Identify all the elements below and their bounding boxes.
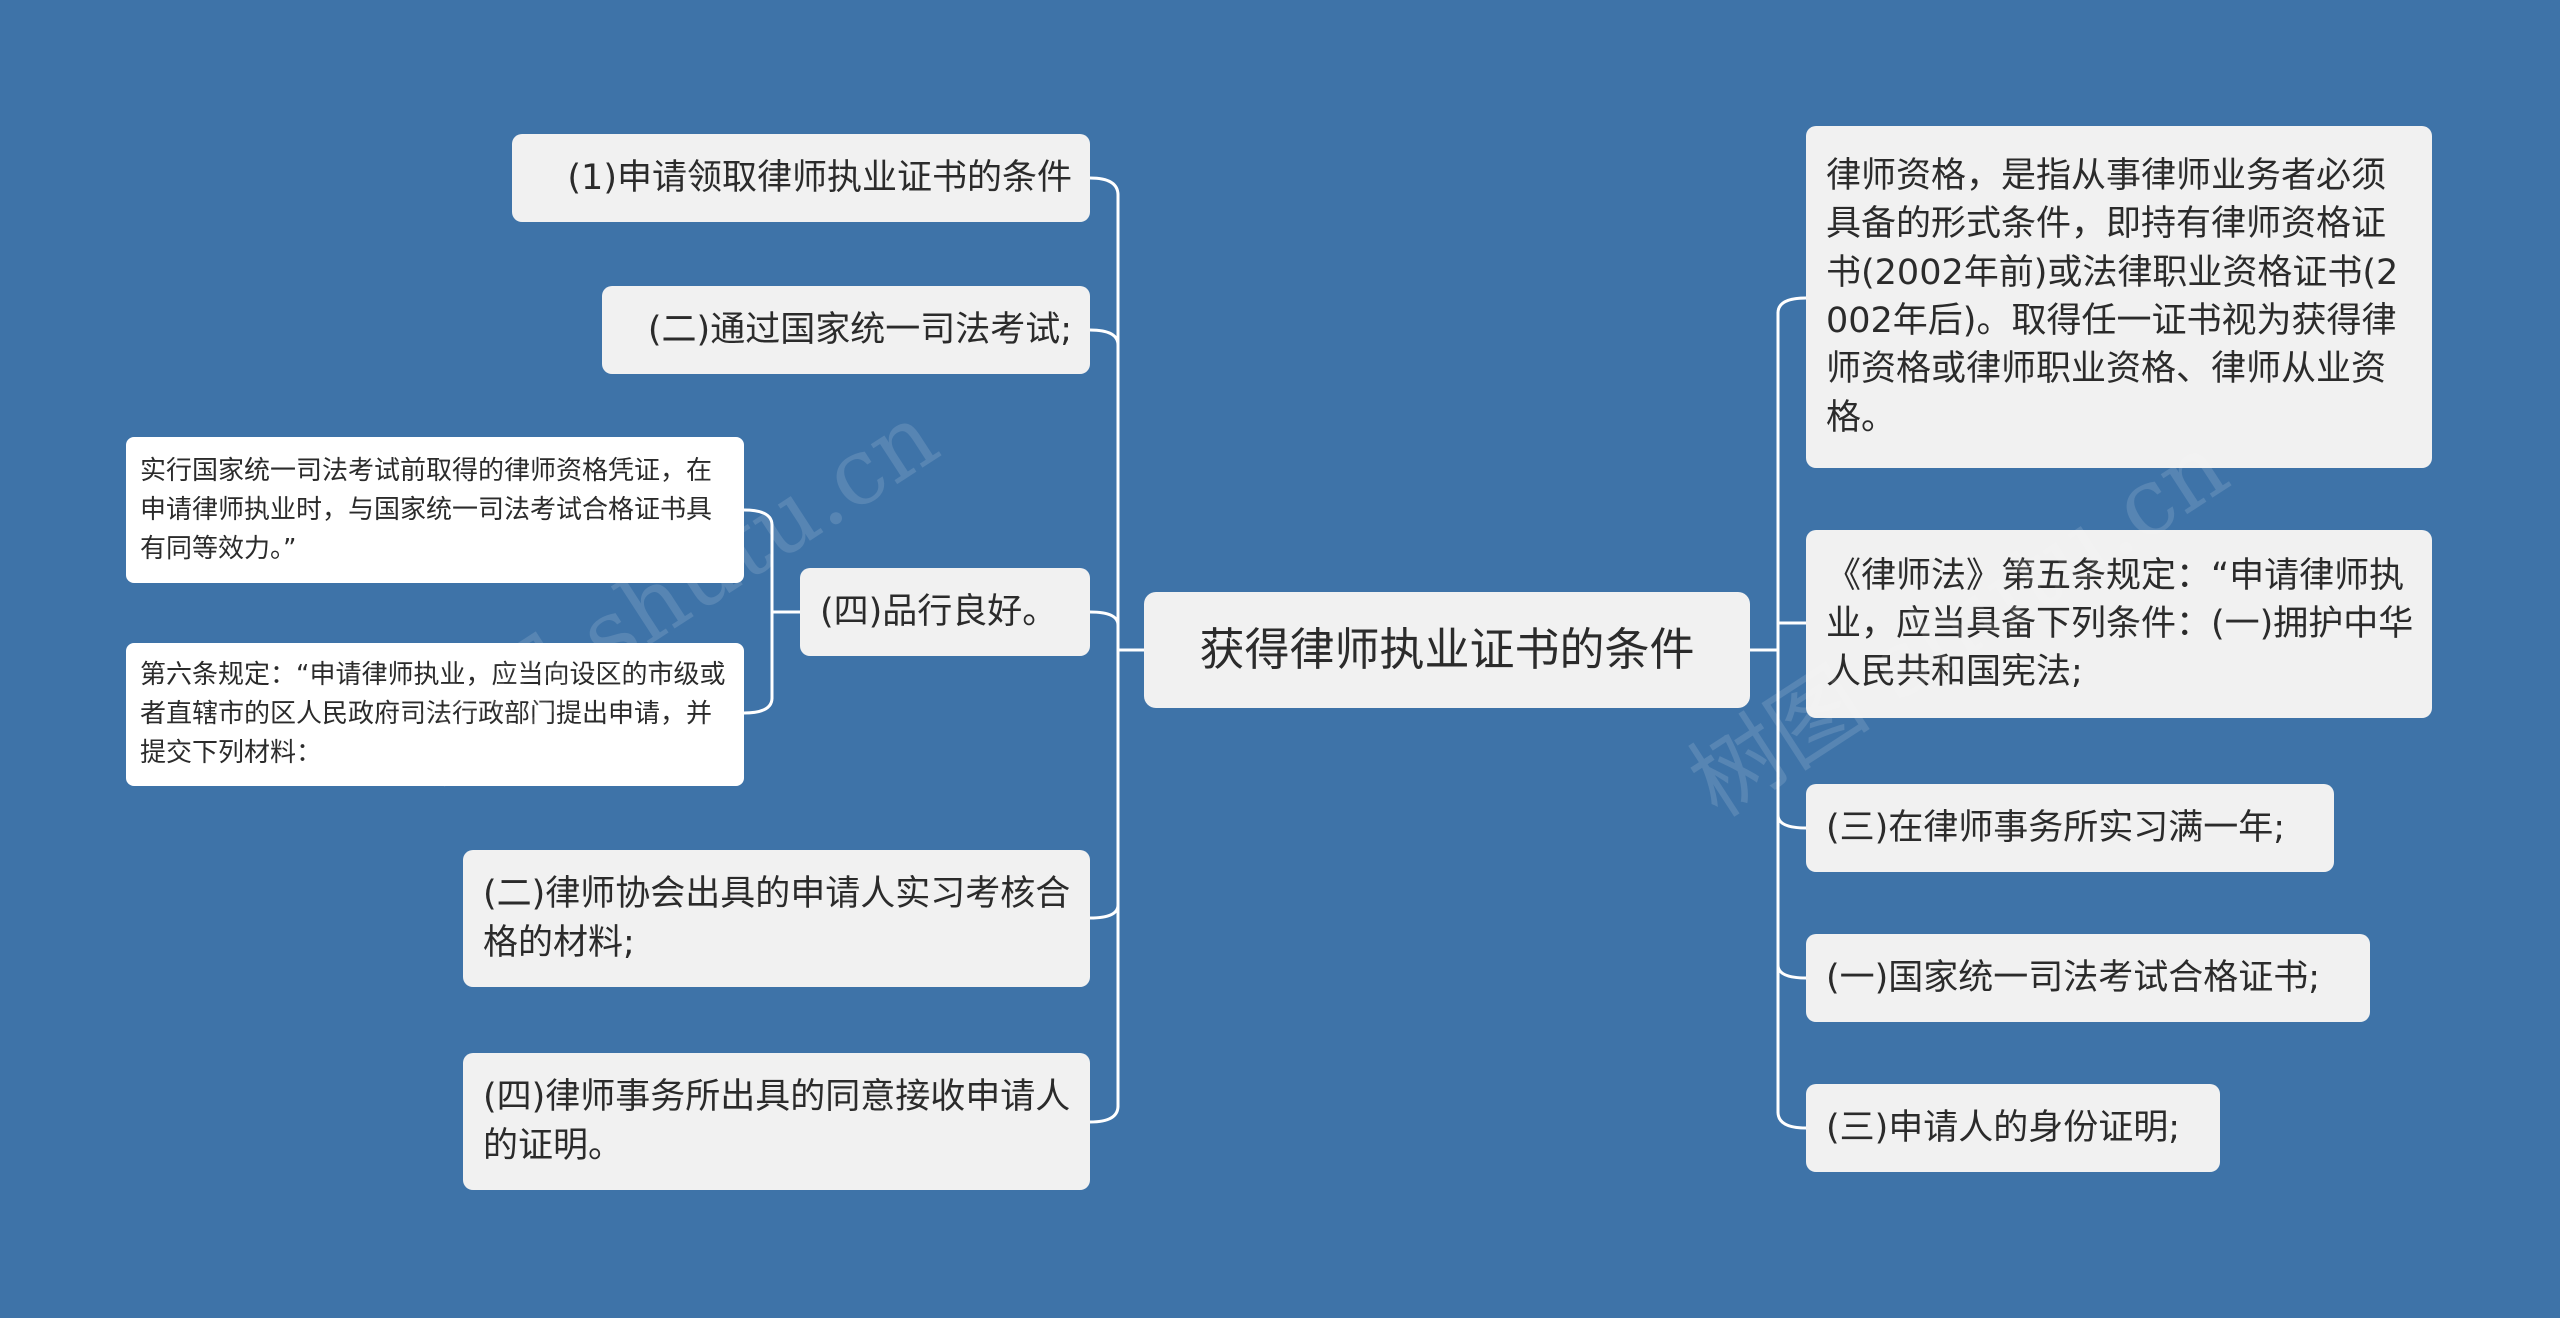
- connector-left-5: [1088, 1104, 1120, 1124]
- connector-left-1: [1088, 176, 1120, 197]
- left-subtopic-1-label: 实行国家统一司法考试前取得的律师资格凭证，在申请律师执业时，与国家统一司法考试合…: [140, 455, 713, 564]
- connector-right-5: [1776, 1110, 1808, 1130]
- right-topic-4[interactable]: (一)国家统一司法考试合格证书;: [1806, 934, 2370, 1022]
- left-topic-5[interactable]: (四)律师事务所出具的同意接收申请人的证明。: [463, 1053, 1090, 1190]
- connector-left-2: [1088, 328, 1120, 347]
- left-topic-1[interactable]: (1)申请领取律师执业证书的条件: [512, 134, 1090, 222]
- left-topic-4[interactable]: (二)律师协会出具的申请人实习考核合格的材料;: [463, 850, 1090, 987]
- right-topic-3-label: (三)在律师事务所实习满一年;: [1826, 807, 2286, 848]
- connector-right-4: [1776, 963, 1808, 980]
- right-topic-3[interactable]: (三)在律师事务所实习满一年;: [1806, 784, 2334, 872]
- right-topic-5[interactable]: (三)申请人的身份证明;: [1806, 1084, 2220, 1172]
- connector-right-3: [1776, 813, 1808, 830]
- root-topic-label: 获得律师执业证书的条件: [1199, 622, 1695, 676]
- connector-sub-1: [742, 508, 774, 527]
- left-subtopic-1[interactable]: 实行国家统一司法考试前取得的律师资格凭证，在申请律师执业时，与国家统一司法考试合…: [126, 437, 744, 583]
- left-topic-2[interactable]: (二)通过国家统一司法考试;: [602, 286, 1090, 374]
- connector-left-4: [1088, 903, 1120, 920]
- right-topic-5-label: (三)申请人的身份证明;: [1826, 1107, 2181, 1148]
- right-topic-2[interactable]: 《律师法》第五条规定：“申请律师执业，应当具备下列条件：(一)拥护中华人民共和国…: [1806, 530, 2432, 718]
- left-topic-1-label: (1)申请领取律师执业证书的条件: [567, 157, 1072, 198]
- right-topic-2-label: 《律师法》第五条规定：“申请律师执业，应当具备下列条件：(一)拥护中华人民共和国…: [1826, 555, 2414, 693]
- left-topic-2-label: (二)通过国家统一司法考试;: [647, 309, 1072, 350]
- root-topic[interactable]: 获得律师执业证书的条件: [1144, 592, 1750, 708]
- connector-left-3: [1088, 610, 1120, 627]
- right-topic-1[interactable]: 律师资格，是指从事律师业务者必须具备的形式条件，即持有律师资格证书(2002年前…: [1806, 126, 2432, 468]
- right-topic-4-label: (一)国家统一司法考试合格证书;: [1826, 957, 2321, 998]
- left-topic-3-label: (四)品行良好。: [820, 591, 1058, 632]
- left-subtopic-2[interactable]: 第六条规定：“申请律师执业，应当向设区的市级或者直辖市的区人民政府司法行政部门提…: [126, 643, 744, 786]
- right-topic-1-label: 律师资格，是指从事律师业务者必须具备的形式条件，即持有律师资格证书(2002年前…: [1826, 156, 2399, 438]
- left-subtopic-2-label: 第六条规定：“申请律师执业，应当向设区的市级或者直辖市的区人民政府司法行政部门提…: [140, 660, 726, 768]
- left-topic-4-label: (二)律师协会出具的申请人实习考核合格的材料;: [483, 874, 1071, 963]
- connector-right-1: [1776, 296, 1808, 315]
- left-topic-5-label: (四)律师事务所出具的同意接收申请人的证明。: [483, 1077, 1071, 1166]
- connector-sub-2: [742, 696, 774, 715]
- left-topic-3[interactable]: (四)品行良好。: [800, 568, 1090, 656]
